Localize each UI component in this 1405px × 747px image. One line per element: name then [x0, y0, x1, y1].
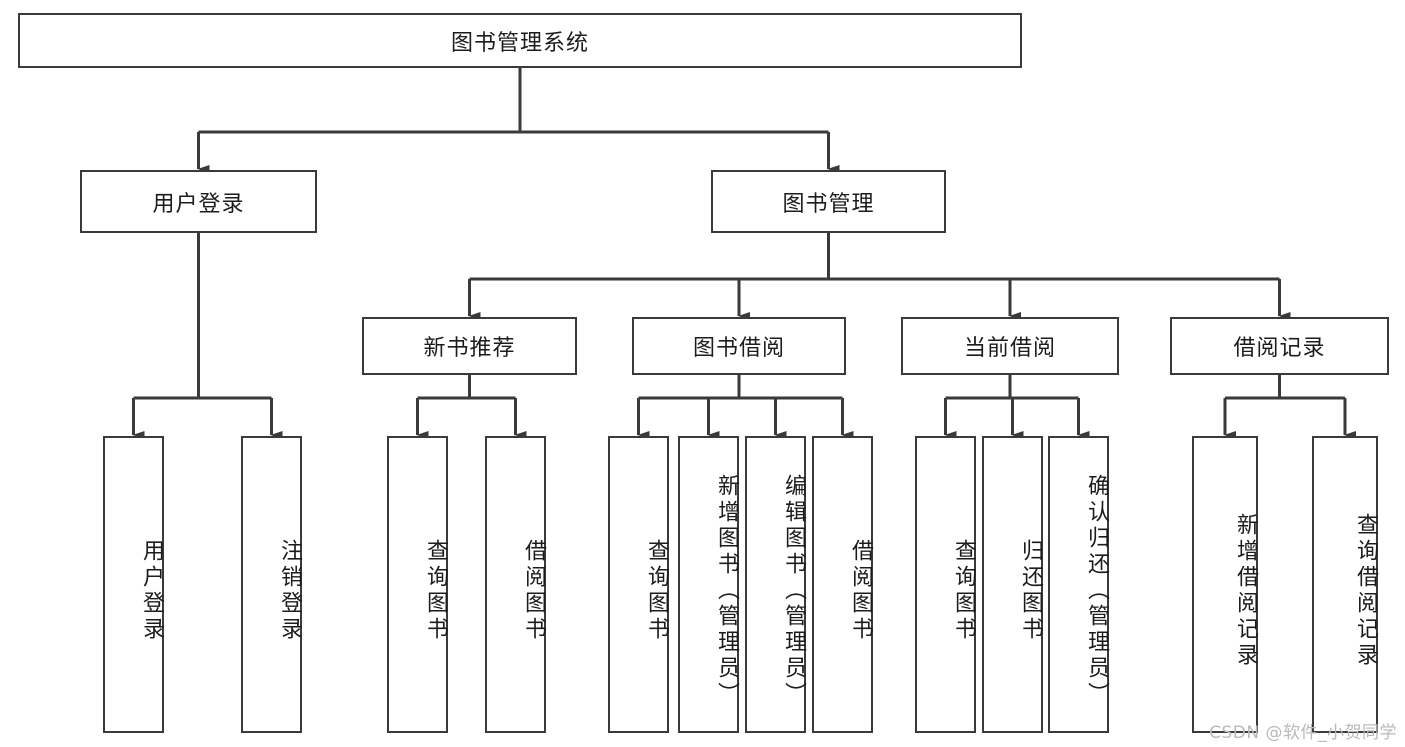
node-leaf-query-book-bor[interactable]: 查询图书: [608, 436, 669, 733]
node-leaf-add-record[interactable]: 新增借阅记录: [1192, 436, 1258, 733]
node-leaf-borrow-book-bor[interactable]: 借阅图书: [812, 436, 873, 733]
node-leaf-query-book-rec[interactable]: 查询图书: [387, 436, 448, 733]
node-label: 注销登录: [277, 538, 302, 643]
node-root[interactable]: 图书管理系统: [18, 13, 1022, 68]
node-label: 借阅图书: [848, 538, 873, 643]
node-label: 当前借阅: [963, 336, 1056, 361]
node-label: 图书管理: [782, 191, 875, 217]
node-label: 新增借阅记录: [1233, 512, 1258, 669]
node-new-book-rec[interactable]: 新书推荐: [362, 317, 577, 375]
node-leaf-edit-book[interactable]: 编辑图书（管理员）: [745, 436, 806, 733]
node-label: 借阅图书: [521, 538, 546, 643]
node-label: 用户登录: [152, 191, 245, 217]
node-leaf-logout[interactable]: 注销登录: [241, 436, 302, 733]
node-book-borrow[interactable]: 图书借阅: [632, 317, 846, 375]
node-label: 归还图书: [1018, 538, 1043, 643]
node-label: 确认归还（管理员）: [1084, 473, 1109, 708]
node-leaf-return-book[interactable]: 归还图书: [982, 436, 1043, 733]
node-leaf-query-book-cur[interactable]: 查询图书: [915, 436, 976, 733]
node-label: 查询图书: [951, 538, 976, 643]
node-book-manage[interactable]: 图书管理: [711, 170, 946, 233]
node-current-borrow[interactable]: 当前借阅: [901, 317, 1119, 375]
node-label: 新书推荐: [423, 336, 516, 361]
node-label: 借阅记录: [1233, 336, 1326, 361]
node-leaf-user-login[interactable]: 用户登录: [103, 436, 164, 733]
node-leaf-add-book[interactable]: 新增图书（管理员）: [678, 436, 739, 733]
node-label: 编辑图书（管理员）: [781, 473, 806, 708]
node-leaf-borrow-book-rec[interactable]: 借阅图书: [485, 436, 546, 733]
node-borrow-record[interactable]: 借阅记录: [1170, 317, 1389, 375]
node-label: 查询图书: [644, 538, 669, 643]
node-leaf-confirm-return[interactable]: 确认归还（管理员）: [1048, 436, 1109, 733]
node-label: 图书管理系统: [450, 30, 589, 56]
node-user-login[interactable]: 用户登录: [80, 170, 317, 233]
node-label: 查询图书: [423, 538, 448, 643]
node-label: 查询借阅记录: [1353, 512, 1378, 669]
node-leaf-query-record[interactable]: 查询借阅记录: [1312, 436, 1378, 733]
node-label: 新增图书（管理员）: [714, 473, 739, 708]
node-label: 用户登录: [139, 538, 164, 643]
node-label: 图书借阅: [692, 336, 785, 361]
